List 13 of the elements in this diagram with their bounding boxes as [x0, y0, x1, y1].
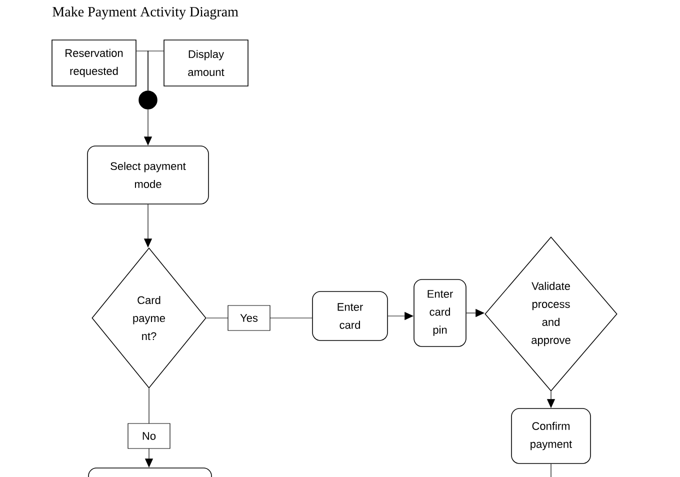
activity-box: Confirm payment [511, 408, 591, 464]
activity-box: Select payment mode [87, 146, 209, 204]
edge-label: No [128, 423, 170, 449]
edge-label: Yes [228, 305, 270, 331]
activity-box: Enter card [312, 291, 388, 341]
initial-node [138, 90, 158, 110]
connector [550, 464, 552, 477]
activity-box [88, 468, 212, 477]
action-box: Reservation requested [52, 40, 136, 86]
title: Make Payment Activity Diagram [52, 6, 238, 20]
connector [148, 50, 164, 91]
action-box: Display amount [164, 40, 248, 86]
activity-box: Enter card pin [414, 279, 466, 347]
